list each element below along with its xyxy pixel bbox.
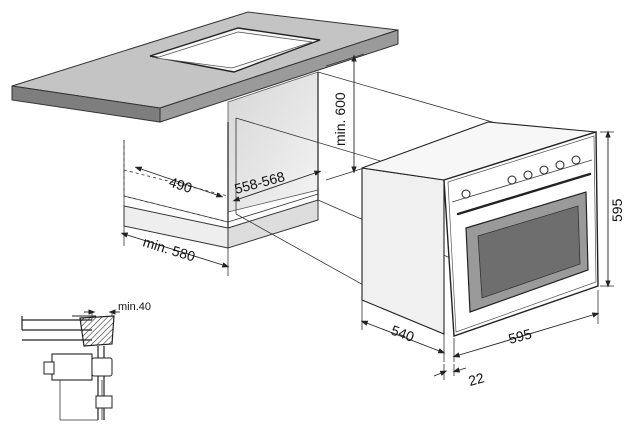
knob-icon (507, 175, 517, 185)
knob-icon (523, 170, 533, 180)
oven-door-handle (456, 172, 592, 216)
cabinet-front-panel (123, 205, 229, 249)
detail-section: min.40 (21, 301, 151, 421)
oven-body-side (361, 167, 445, 335)
dimension-oven-height: 595 (600, 130, 625, 288)
knob-icon (555, 160, 565, 170)
dimension-oven-height-label: 595 (609, 198, 625, 222)
oven (361, 121, 599, 337)
dimension-490: 490 (134, 166, 224, 198)
dimension-490-label: 490 (167, 174, 194, 197)
countertop-right-edge (159, 29, 399, 123)
dimension-22: 22 (433, 364, 486, 389)
detail-hatched-edge (79, 315, 115, 347)
dimension-oven-depth-label: 540 (389, 322, 417, 345)
dimension-22-label: 22 (467, 369, 486, 389)
knob-icon (539, 165, 549, 175)
dimension-min-600-label: min. 600 (332, 92, 348, 146)
oven-knobs (461, 155, 581, 199)
dimension-oven-width: 595 (452, 290, 600, 362)
dimension-oven-width-label: 595 (507, 325, 534, 347)
detail-min-40-label: min.40 (118, 301, 151, 313)
oven-door-window (477, 205, 581, 299)
knob-icon (571, 155, 581, 165)
dimension-oven-depth: 540 (360, 300, 446, 362)
knob-icon (461, 189, 471, 199)
detail-oven-profile (51, 353, 93, 381)
dimension-min-600: min. 600 (325, 53, 365, 181)
countertop (11, 11, 399, 123)
